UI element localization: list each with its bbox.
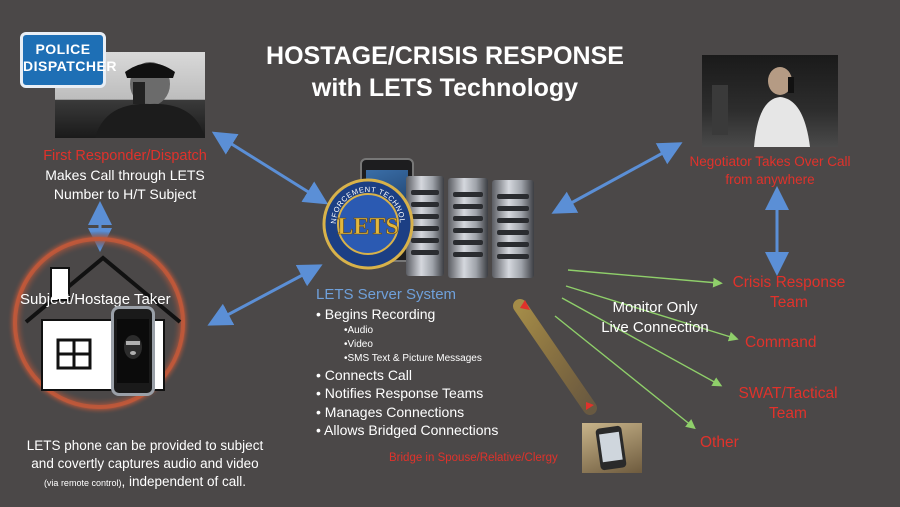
server-tower-3	[492, 180, 534, 278]
arrow-monitor-other	[554, 315, 696, 430]
dispatcher-silhouette	[95, 62, 205, 138]
subject-phone	[111, 306, 155, 396]
server-item: • Manages Connections	[316, 403, 465, 420]
arrow-monitor-swat	[561, 297, 723, 387]
negotiator-silhouette	[712, 67, 810, 147]
team-swat-line-2: Team	[769, 405, 807, 422]
arrow-monitor-command	[565, 285, 739, 342]
monitor-line-2: Live Connection	[601, 319, 709, 336]
arrow-subject-server	[207, 264, 323, 326]
negotiator-line-1: Negotiator Takes Over Call	[689, 154, 851, 169]
arrow-dispatch-server	[211, 131, 329, 205]
server-sublist: •Audio •Video •SMS Text & Picture Messag…	[316, 324, 556, 366]
server-subitem: •Video	[344, 338, 373, 350]
team-crisis-line-1: Crisis Response	[732, 274, 846, 291]
title-line-1: HOSTAGE/CRISIS RESPONSE	[266, 42, 624, 70]
server-item: • Notifies Response Teams	[316, 385, 484, 401]
subject-note-line-3: (via remote control), independent of cal…	[5, 473, 285, 492]
bridge-arrow-bottom	[586, 402, 594, 410]
server-item: • Begins Recording •Audio •Video •SMS Te…	[316, 305, 556, 366]
subject-note-line-2: and covertly captures audio and video	[31, 456, 259, 471]
negotiator-photo	[702, 55, 838, 147]
negotiator-line-2: from anywhere	[725, 172, 815, 187]
badge-line-1: POLICE	[35, 41, 91, 57]
balaclava-icon	[117, 319, 149, 383]
badge-line-2: DISPATCHER	[23, 58, 117, 74]
team-swat-line-1: SWAT/Tactical	[738, 385, 838, 402]
first-responder-heading: First Responder/Dispatch	[43, 148, 207, 164]
first-responder-line-1: Makes Call through LETS	[45, 167, 205, 183]
team-command: Command	[745, 334, 817, 351]
server-item: • Connects Call	[316, 366, 412, 383]
subject-note: LETS phone can be provided to subject an…	[5, 437, 285, 492]
subject-note-rest: , independent of call.	[121, 474, 247, 489]
team-crisis: Crisis Response Team	[718, 273, 860, 313]
monitor-line-1: Monitor Only	[612, 299, 698, 316]
team-swat: SWAT/Tactical Team	[722, 384, 854, 424]
page-title: HOSTAGE/CRISIS RESPONSE with LETS Techno…	[240, 40, 650, 104]
arrow-monitor-crisis	[567, 269, 723, 288]
monitor-label: Monitor Only Live Connection	[580, 298, 730, 338]
arrow-server-negotiator	[551, 142, 683, 214]
team-crisis-line-2: Team	[770, 294, 808, 311]
server-item: • Allows Bridged Connections	[316, 422, 499, 438]
server-heading: LETS Server System	[316, 286, 457, 303]
subject-note-line-1: LETS phone can be provided to subject	[26, 438, 264, 453]
negotiator-text: Negotiator Takes Over Call from anywhere	[670, 153, 870, 189]
seal-center-text: LETS	[337, 214, 398, 240]
server-text-block: LETS Server System • Begins Recording •A…	[316, 285, 556, 440]
subject-label: Subject/Hostage Taker	[20, 291, 171, 308]
title-line-2: with LETS Technology	[311, 74, 579, 102]
server-graphic: LAW ENFORCEMENT TECHNOLOGIES LETS	[322, 158, 550, 280]
first-responder-line-2: Number to H/T Subject	[53, 185, 197, 202]
server-subitem: •Audio	[344, 324, 374, 336]
bridge-phone-photo	[582, 423, 642, 473]
police-dispatcher-badge: POLICE DISPATCHER	[20, 32, 117, 88]
bridge-label: Bridge in Spouse/Relative/Clergy	[389, 452, 558, 464]
server-list: • Begins Recording •Audio •Video •SMS Te…	[316, 305, 556, 440]
server-tower-2	[448, 178, 488, 278]
server-tower-1	[406, 176, 444, 276]
subject-note-small: (via remote control)	[43, 478, 122, 488]
lets-seal-icon: LAW ENFORCEMENT TECHNOLOGIES LETS	[322, 178, 414, 270]
bridge-arrow-top	[520, 300, 530, 310]
bridge-glow-beam	[513, 299, 597, 415]
team-other: Other	[700, 434, 739, 451]
first-responder-block: First Responder/Dispatch Makes Call thro…	[20, 147, 230, 203]
server-subitem: •SMS Text & Picture Messages	[344, 352, 482, 364]
